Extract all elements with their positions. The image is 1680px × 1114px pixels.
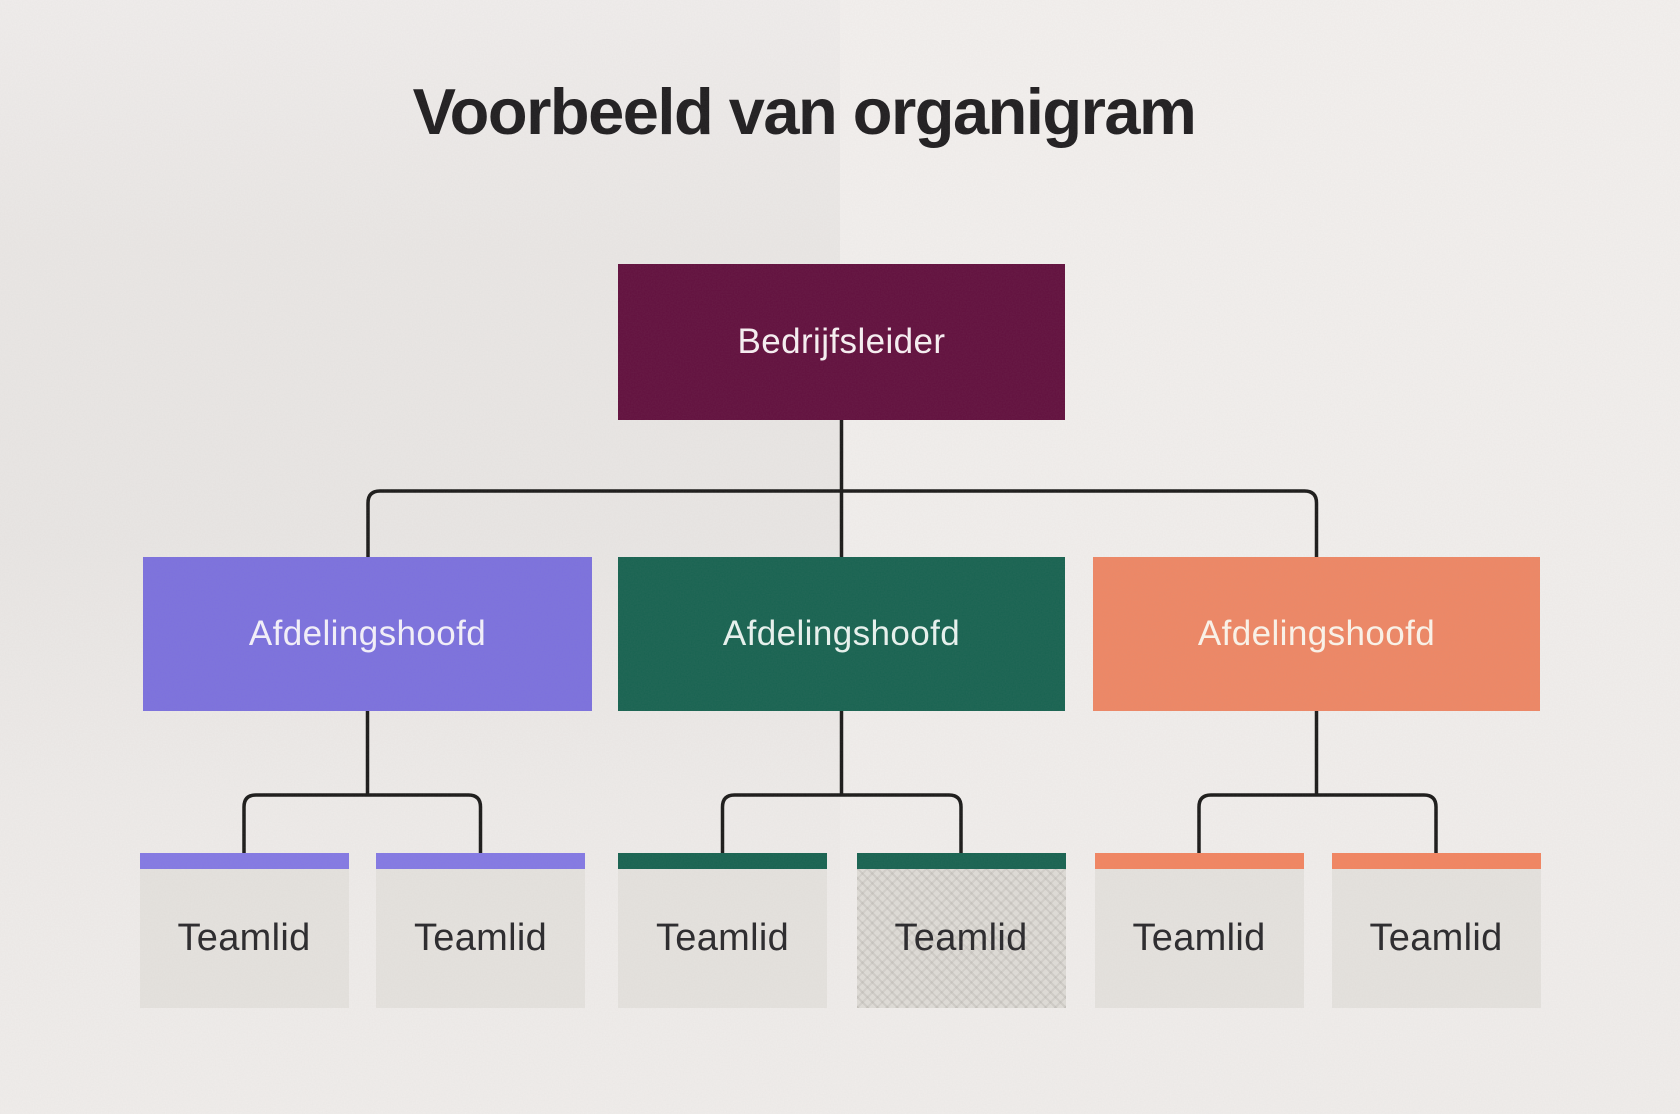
team-member-6-accent-bar <box>1331 853 1541 869</box>
department-box-3-label: Afdelingshoofd <box>1197 614 1436 653</box>
team-member-6-label: Teamlid <box>1369 917 1503 959</box>
team-member-box-2: Teamlid <box>376 853 585 1008</box>
team-member-5-label: Teamlid <box>1132 917 1266 959</box>
team-member-1-accent-bar <box>139 853 349 869</box>
page-title: Voorbeeld van organigram <box>412 75 1197 148</box>
team-member-3-accent-bar <box>618 853 827 869</box>
team-member-5-body: Teamlid <box>1094 869 1304 1008</box>
department-box-3: Afdelingshoofd <box>1093 557 1540 711</box>
team-member-3-body: Teamlid <box>618 869 827 1008</box>
team-member-6-body: Teamlid <box>1331 869 1541 1008</box>
root-box-label: Bedrijfsleider <box>737 322 946 361</box>
department-box-1-label: Afdelingshoofd <box>248 614 487 653</box>
department-box-2: Afdelingshoofd <box>618 557 1065 711</box>
team-member-box-6: Teamlid <box>1331 853 1541 1008</box>
team-member-3-label: Teamlid <box>655 917 790 959</box>
team-member-2-accent-bar <box>376 853 585 869</box>
department-box-2-label: Afdelingshoofd <box>722 614 961 653</box>
team-member-box-3: Teamlid <box>618 853 827 1008</box>
team-member-box-5: Teamlid <box>1094 853 1304 1008</box>
team-member-4-accent-bar <box>856 853 1066 869</box>
team-member-1-body: Teamlid <box>139 869 349 1008</box>
department-box-1: Afdelingshoofd <box>143 557 592 711</box>
root-box-bedrijfsleider: Bedrijfsleider <box>618 264 1065 420</box>
team-member-2-body: Teamlid <box>376 869 585 1008</box>
team-member-5-accent-bar <box>1094 853 1304 869</box>
team-member-4-label: Teamlid <box>894 917 1028 959</box>
team-member-4-body: Teamlid <box>856 869 1066 1008</box>
team-member-2-label: Teamlid <box>413 917 548 959</box>
team-member-box-1: Teamlid <box>139 853 349 1008</box>
team-member-1-label: Teamlid <box>177 917 311 959</box>
team-member-box-4: Teamlid <box>856 853 1066 1008</box>
